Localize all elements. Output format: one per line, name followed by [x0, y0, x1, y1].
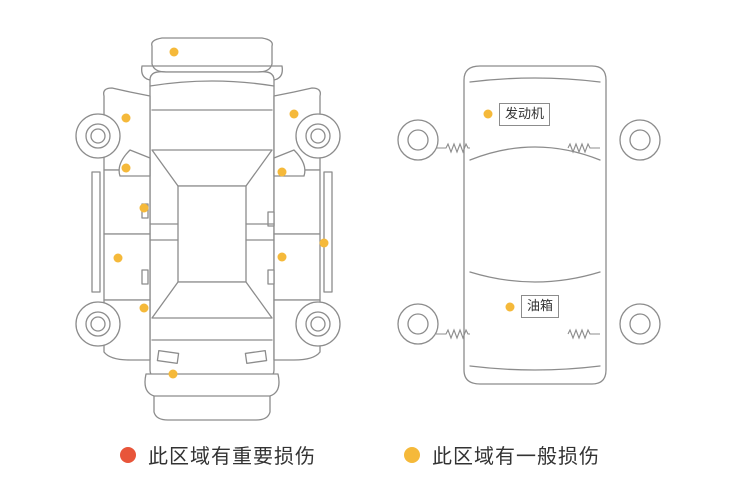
legend-severe-label: 此区域有重要损伤 — [148, 444, 316, 468]
front-bumper[interactable] — [151, 37, 273, 73]
chassis-wheel-fl[interactable] — [397, 119, 439, 161]
damage-markers — [113, 47, 515, 379]
damage-marker[interactable] — [483, 109, 493, 119]
spring-rr — [567, 328, 600, 340]
chassis-wheel-fr[interactable] — [619, 119, 661, 161]
spring-fr — [567, 142, 600, 154]
damage-marker[interactable] — [319, 238, 329, 248]
damage-marker[interactable] — [121, 113, 131, 123]
fuel-tank-label: 油箱 — [521, 295, 560, 318]
engine-label: 发动机 — [499, 103, 551, 126]
damage-marker[interactable] — [289, 109, 299, 119]
damage-marker[interactable] — [113, 253, 123, 263]
damage-marker[interactable] — [139, 303, 149, 313]
damage-marker[interactable] — [139, 203, 149, 213]
right-rear-wheel[interactable] — [295, 301, 341, 347]
chassis-view — [397, 65, 661, 385]
general-dot-icon — [404, 446, 420, 463]
rear-windshield[interactable] — [151, 281, 273, 319]
rear-bumper[interactable] — [144, 373, 280, 421]
chassis-wheel-rr[interactable] — [619, 303, 661, 345]
legend-severe: 此区域有重要损伤 — [120, 440, 316, 469]
legend-general: 此区域有一般损伤 — [404, 440, 600, 469]
left-rear-wheel[interactable] — [75, 301, 121, 347]
roof[interactable] — [177, 185, 247, 283]
damage-marker[interactable] — [277, 252, 287, 262]
legend-general-label: 此区域有一般损伤 — [432, 444, 600, 468]
damage-marker[interactable] — [505, 302, 515, 312]
left-front-wheel[interactable] — [75, 113, 121, 159]
car-top-view — [75, 37, 341, 421]
right-front-wheel[interactable] — [295, 113, 341, 159]
spring-rl — [436, 328, 470, 340]
severe-dot-icon — [120, 446, 136, 463]
damage-marker[interactable] — [169, 47, 179, 57]
damage-marker[interactable] — [121, 163, 131, 173]
chassis-wheel-rl[interactable] — [397, 303, 439, 345]
damage-marker[interactable] — [168, 369, 178, 379]
damage-marker[interactable] — [277, 167, 287, 177]
spring-fl — [436, 142, 470, 154]
